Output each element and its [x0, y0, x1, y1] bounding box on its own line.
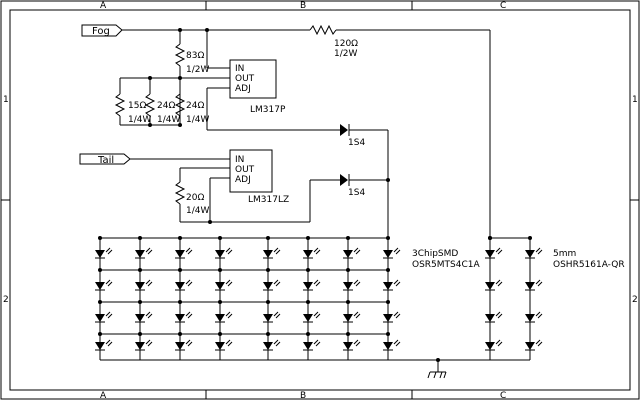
col-label-c-top: C [500, 1, 506, 11]
led [485, 282, 495, 290]
led [485, 342, 495, 350]
col-label-b-top: B [300, 1, 306, 11]
row-label-2-right: 2 [632, 295, 638, 305]
led [525, 314, 535, 322]
r24a-power: 1/4W [157, 115, 180, 125]
u1-pin-out: OUT [235, 74, 255, 84]
led [95, 282, 105, 290]
led [303, 342, 313, 350]
led [383, 282, 393, 290]
led [215, 314, 225, 322]
u2-pin-out: OUT [235, 165, 255, 175]
r24b-value: 24Ω [186, 101, 204, 111]
led [525, 250, 535, 258]
led [175, 282, 185, 290]
led [485, 314, 495, 322]
d1-label: 1S4 [348, 138, 365, 148]
d2-label: 1S4 [348, 188, 365, 198]
led [525, 282, 535, 290]
r20-power: 1/4W [186, 206, 209, 216]
led [175, 250, 185, 258]
led [175, 342, 185, 350]
tail-input-flag [79, 153, 131, 165]
led [135, 342, 145, 350]
u1-part: LM317P [250, 105, 286, 115]
u1-pin-adj: ADJ [235, 84, 251, 94]
u2-pin-in: IN [235, 155, 244, 165]
col-label-a-bottom: A [100, 391, 107, 400]
led [303, 314, 313, 322]
led [263, 250, 273, 258]
led [485, 250, 495, 258]
col-label-c-bottom: C [500, 391, 506, 400]
row-label-1-left: 1 [3, 95, 9, 105]
led [135, 250, 145, 258]
led [303, 250, 313, 258]
led [263, 314, 273, 322]
mm5-led-type: 5mm [553, 249, 576, 259]
tail-label: Tail [97, 155, 114, 166]
led [135, 282, 145, 290]
resistor-120 [309, 24, 337, 36]
diode-d2 [340, 174, 348, 186]
col-label-a-top: A [100, 1, 107, 11]
led [175, 314, 185, 322]
r15-power: 1/4W [128, 115, 151, 125]
regulator-lm317p [229, 59, 277, 99]
fog-input-flag [81, 24, 123, 37]
mm5-led-part: OSHR5161A-QR [553, 260, 625, 270]
r15-value: 15Ω [128, 101, 146, 111]
fog-label: Fog [92, 26, 110, 37]
col-label-b-bottom: B [300, 391, 306, 400]
u2-part: LM317LZ [248, 195, 289, 205]
resistor-20 [174, 181, 186, 205]
resistor-15 [114, 93, 126, 117]
led [215, 342, 225, 350]
led [95, 342, 105, 350]
led [263, 342, 273, 350]
r24a-value: 24Ω [157, 101, 175, 111]
row-label-1-right: 1 [632, 95, 638, 105]
led [95, 314, 105, 322]
resistor-83 [174, 43, 186, 67]
led [343, 250, 353, 258]
led [303, 282, 313, 290]
led [383, 342, 393, 350]
led-array [95, 236, 543, 360]
led [525, 342, 535, 350]
r20-value: 20Ω [186, 193, 204, 203]
resistor-24a [144, 93, 156, 117]
led [343, 314, 353, 322]
r24b-power: 1/4W [186, 115, 209, 125]
u1-pin-in: IN [235, 64, 244, 74]
frame-inner [9, 9, 631, 391]
r120-value: 120Ω [334, 39, 358, 49]
smd-led-part: OSR5MTS4C1A [412, 260, 480, 270]
regulator-lm317lz [229, 149, 273, 193]
led [95, 250, 105, 258]
r83-value: 83Ω [186, 51, 204, 61]
led [383, 314, 393, 322]
smd-led-type: 3ChipSMD [412, 249, 458, 259]
r83-power: 1/2W [186, 65, 209, 75]
led [263, 282, 273, 290]
diode-d1 [340, 124, 348, 136]
r120-power: 1/2W [334, 49, 357, 59]
led [343, 342, 353, 350]
resistor-24b [174, 93, 186, 117]
led [215, 250, 225, 258]
u2-pin-adj: ADJ [235, 175, 251, 185]
row-label-2-left: 2 [3, 295, 9, 305]
led [215, 282, 225, 290]
led [135, 314, 145, 322]
led [343, 282, 353, 290]
led [383, 250, 393, 258]
